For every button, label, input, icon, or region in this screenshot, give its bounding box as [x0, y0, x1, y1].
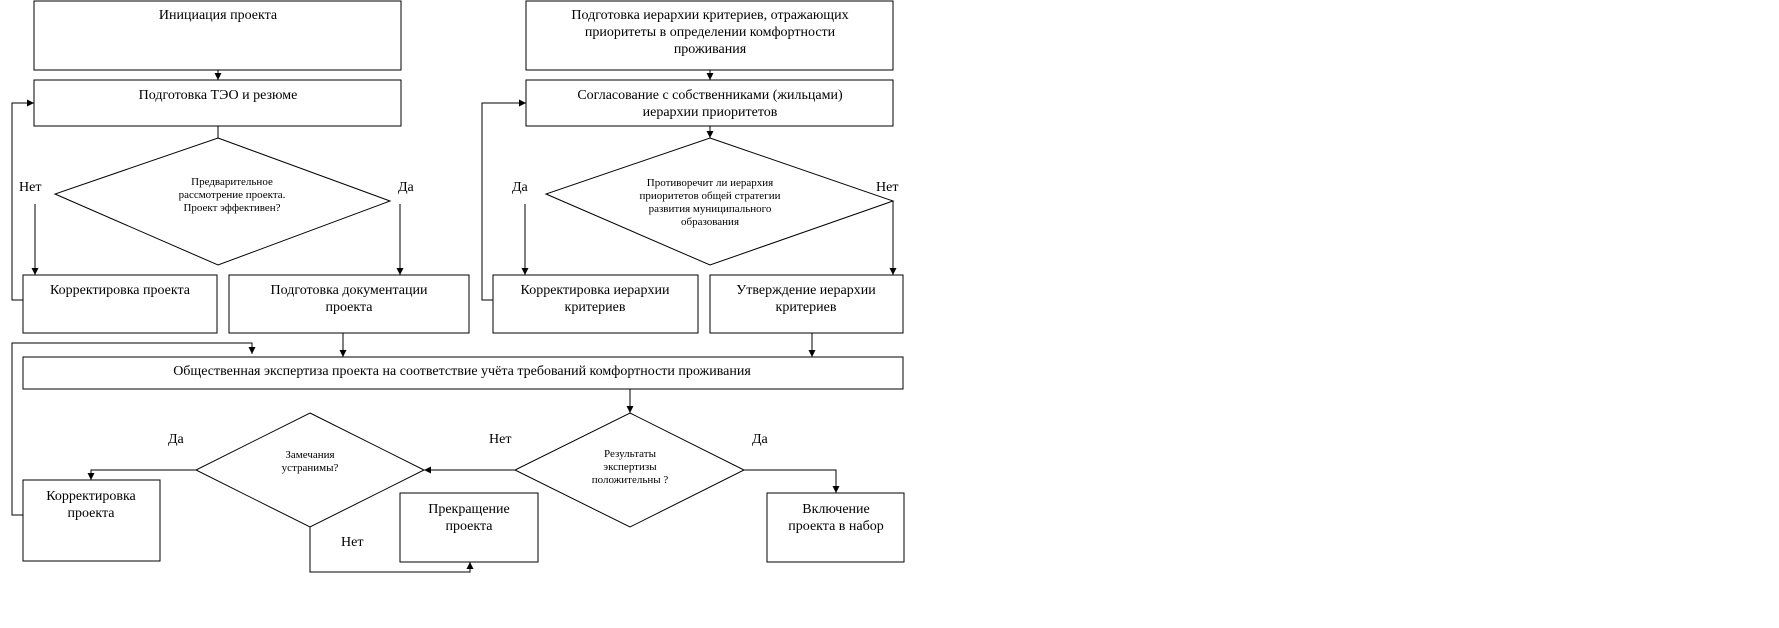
edge-correct-loop-to-expertise — [11, 342, 256, 516]
node-prepare-docs: Подготовка документации проекта — [228, 274, 470, 334]
prelim-decision-line: рассмотрение проекта. — [179, 189, 286, 201]
node-stop-project-text: Прекращение проекта — [428, 502, 510, 534]
correct-project-1-line: Корректировка проекта — [50, 283, 191, 298]
node-teo: Подготовка ТЭО и резюме — [33, 79, 402, 127]
node-criteria-hierarchy: Подготовка иерархии критериев, отражающи… — [525, 0, 894, 71]
node-correct-project-1: Корректировка проекта — [22, 274, 218, 334]
edge-label-results-yes: Да — [752, 432, 769, 447]
initiation-line: Инициация проекта — [159, 8, 278, 23]
edge-correct-loop-to-teo — [11, 99, 34, 301]
contradiction-decision-line: развития муниципального — [649, 203, 772, 215]
criteria-hierarchy-line: Подготовка иерархии критериев, отражающи… — [571, 8, 848, 23]
criteria-hierarchy-line: приоритеты в определении комфортности — [585, 25, 836, 40]
agreement-line: Согласование с собственниками (жильцами) — [577, 88, 843, 103]
node-correct-project-1-text: Корректировка проекта — [50, 283, 191, 298]
correct-hierarchy-line: критериев — [565, 300, 626, 315]
edge-label-prelim-yes: Да — [398, 180, 415, 195]
node-public-expertise-text: Общественная экспертиза проекта на соотв… — [173, 364, 751, 379]
edge-label-remarks-yes: Да — [168, 432, 185, 447]
node-stop-project: Прекращение проекта — [399, 492, 539, 563]
agreement-line: иерархии приоритетов — [643, 105, 778, 120]
node-agreement: Согласование с собственниками (жильцами)… — [525, 79, 894, 127]
approve-hierarchy-line: критериев — [776, 300, 837, 315]
node-approve-hierarchy-text: Утверждение иерархии критериев — [736, 283, 876, 315]
node-teo-text: Подготовка ТЭО и резюме — [139, 88, 298, 103]
node-correct-project-2: Корректировка проекта — [22, 479, 161, 562]
connectors — [11, 70, 897, 573]
contradiction-decision-line: Противоречит ли иерархия — [647, 177, 773, 189]
node-prepare-docs-text: Подготовка документации проекта — [271, 283, 428, 315]
include-project-line: проекта в набор — [788, 519, 883, 534]
edge-labels: Нет Да Да Нет Да Нет Да Нет — [16, 175, 898, 550]
stop-project-line: проекта — [446, 519, 494, 534]
node-correct-hierarchy: Корректировка иерархии критериев — [492, 274, 699, 334]
contradiction-decision-line: образования — [681, 216, 739, 228]
stop-project-line: Прекращение — [428, 502, 510, 517]
prepare-docs-line: проекта — [326, 300, 374, 315]
node-correct-project-2-text: Корректировка проекта — [46, 489, 136, 521]
approve-hierarchy-line: Утверждение иерархии — [736, 283, 876, 298]
criteria-hierarchy-line: проживания — [674, 42, 747, 57]
edge-remarks-no-to-stop — [309, 527, 474, 573]
node-initiation-text: Инициация проекта — [159, 8, 278, 23]
edge-remarks-yes-to-correct — [87, 469, 196, 480]
correct-project-2-line: Корректировка — [46, 489, 136, 504]
correct-hierarchy-line: Корректировка иерархии — [521, 283, 670, 298]
edge-label-remarks-no: Нет — [341, 535, 363, 550]
remarks-decision-line: Замечания — [285, 449, 334, 461]
edge-results-yes-to-include — [744, 469, 840, 493]
node-initiation: Инициация проекта — [33, 0, 402, 71]
results-decision-line: экспертизы — [603, 461, 657, 473]
node-criteria-hierarchy-text: Подготовка иерархии критериев, отражающи… — [571, 8, 848, 57]
node-include-project-text: Включение проекта в набор — [788, 502, 883, 534]
results-decision-line: положительны ? — [592, 474, 669, 486]
node-correct-hierarchy-text: Корректировка иерархии критериев — [521, 283, 670, 315]
edge-label-results-no: Нет — [489, 432, 511, 447]
edge-label-contradiction-yes: Да — [512, 180, 529, 195]
include-project-line: Включение — [802, 502, 870, 517]
prepare-docs-line: Подготовка документации — [271, 283, 428, 298]
remarks-decision-line: устранимы? — [282, 462, 339, 474]
node-agreement-text: Согласование с собственниками (жильцами)… — [577, 88, 843, 120]
edge-label-contradiction-no: Нет — [876, 180, 898, 195]
public-expertise-line: Общественная экспертиза проекта на соотв… — [173, 364, 751, 379]
prelim-decision-line: Предварительное — [191, 176, 273, 188]
node-approve-hierarchy: Утверждение иерархии критериев — [709, 274, 904, 334]
results-decision-line: Результаты — [604, 448, 657, 460]
edge-label-prelim-no: Нет — [19, 180, 41, 195]
edge-correct-hierarchy-loop — [481, 99, 526, 301]
node-include-project: Включение проекта в набор — [766, 492, 905, 563]
correct-project-2-line: проекта — [68, 506, 116, 521]
prelim-decision-line: Проект эффективен? — [183, 202, 280, 214]
teo-line: Подготовка ТЭО и резюме — [139, 88, 298, 103]
node-public-expertise: Общественная экспертиза проекта на соотв… — [22, 356, 904, 390]
contradiction-decision-line: приоритетов общей стратегии — [640, 190, 781, 202]
